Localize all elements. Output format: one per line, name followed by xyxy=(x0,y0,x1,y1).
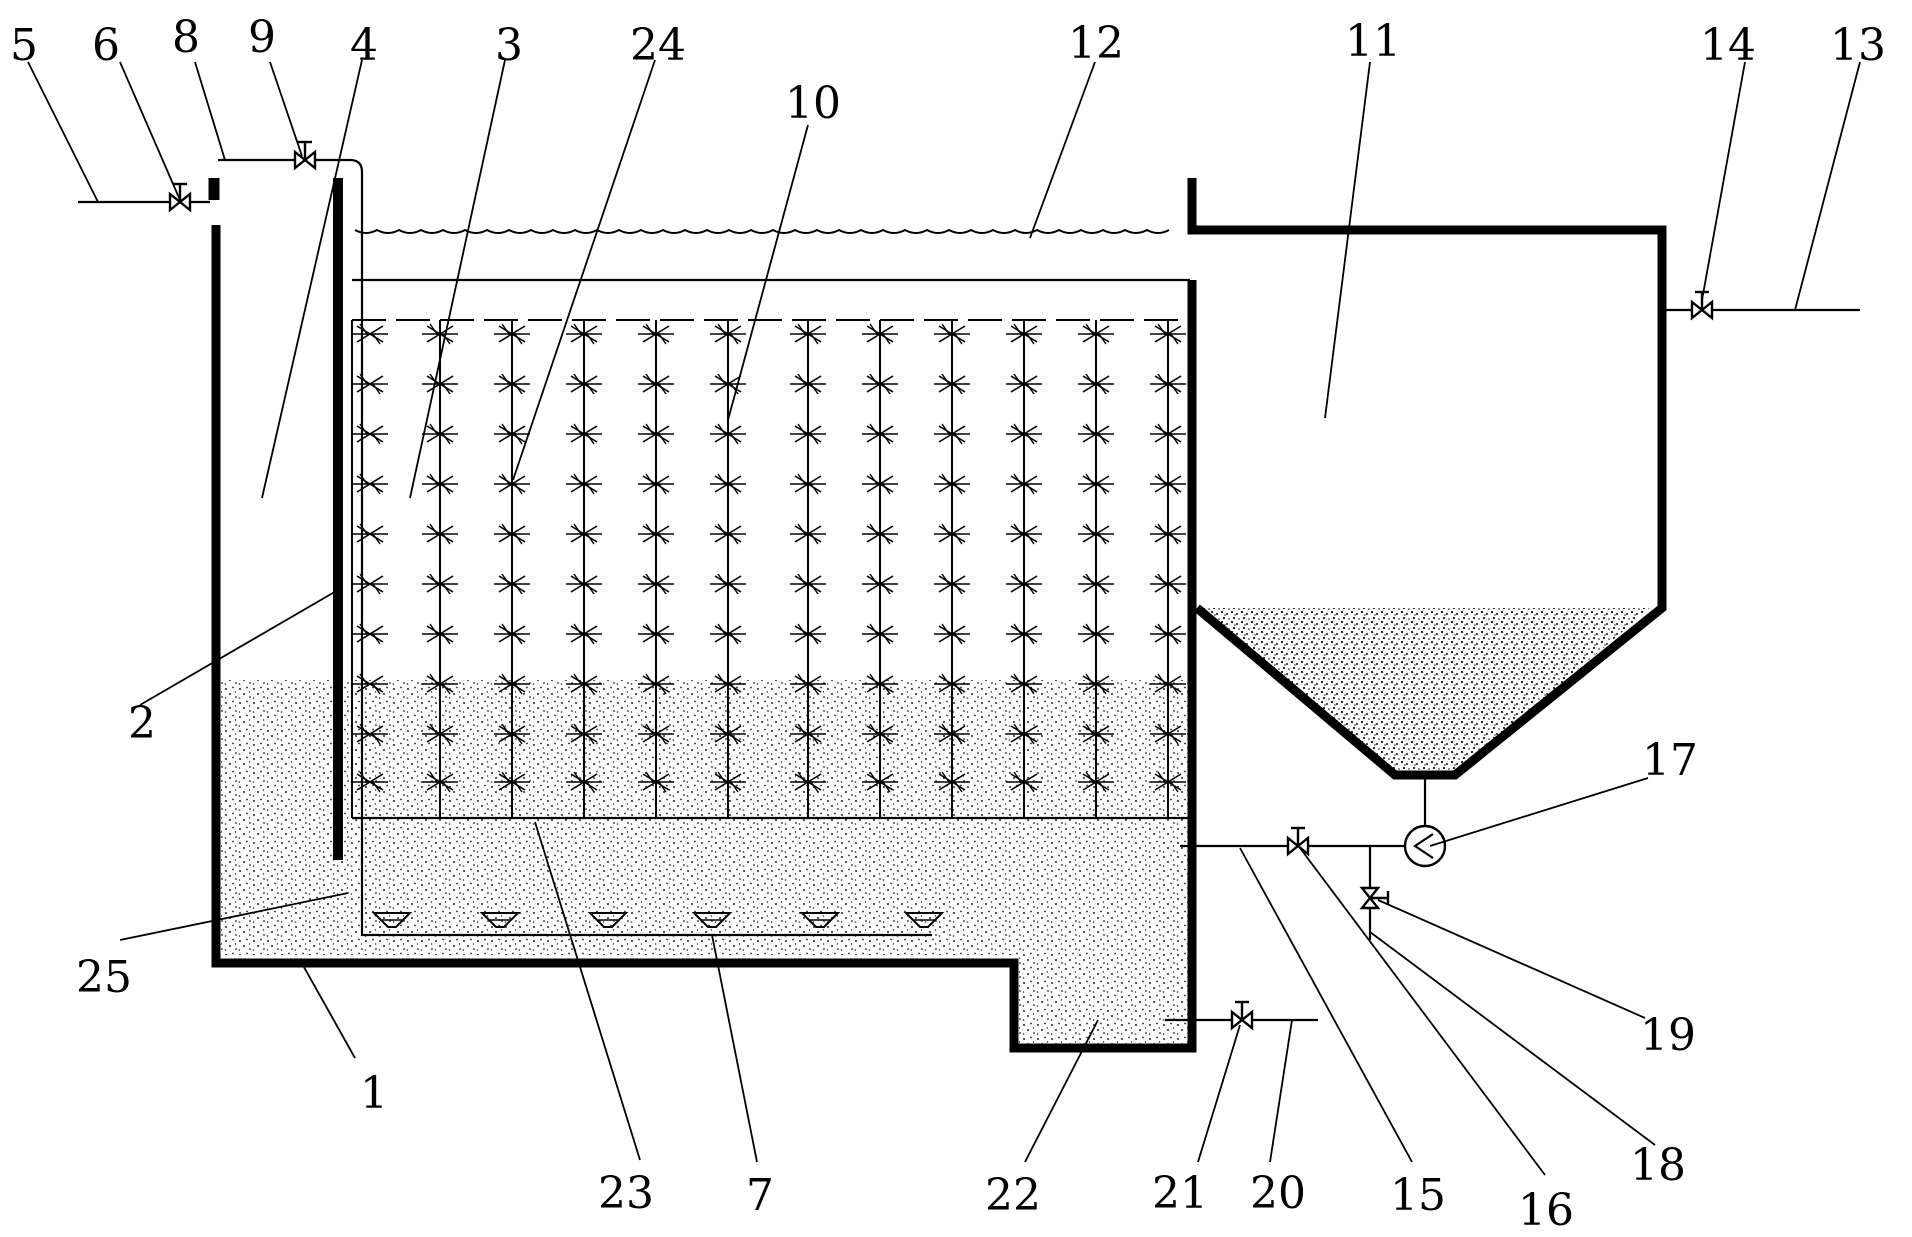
label-2: 2 xyxy=(128,698,156,749)
carrier-row xyxy=(351,523,1187,545)
label-20: 20 xyxy=(1250,1168,1306,1219)
carrier-row xyxy=(351,573,1187,595)
aeration-pipe xyxy=(218,158,932,937)
water-surface xyxy=(354,228,1170,234)
carrier-row xyxy=(351,473,1187,495)
leader-lines xyxy=(27,59,1861,1176)
label-23: 23 xyxy=(598,1168,654,1219)
label-17: 17 xyxy=(1642,735,1698,786)
valve-icon xyxy=(293,140,317,171)
label-21: 21 xyxy=(1152,1168,1208,1219)
valve-icon xyxy=(1286,826,1310,857)
label-5: 5 xyxy=(10,20,38,71)
label-12: 12 xyxy=(1068,18,1124,69)
settling-tank-wall xyxy=(1187,178,1667,780)
label-4: 4 xyxy=(350,20,378,71)
label-10: 10 xyxy=(785,78,841,129)
carrier-row xyxy=(351,373,1187,395)
label-1: 1 xyxy=(360,1068,388,1119)
valve-icon xyxy=(168,182,192,213)
label-8: 8 xyxy=(172,12,200,63)
valve-icon xyxy=(1230,1000,1254,1031)
callout-labels: 5 6 8 9 4 3 24 10 12 11 14 13 2 25 1 23 … xyxy=(10,12,1886,1236)
label-22: 22 xyxy=(985,1170,1041,1221)
label-7: 7 xyxy=(746,1170,774,1221)
carrier-row xyxy=(351,423,1187,445)
label-6: 6 xyxy=(92,20,120,71)
label-11: 11 xyxy=(1345,16,1401,67)
label-16: 16 xyxy=(1518,1185,1574,1236)
main-tank-wall xyxy=(211,225,1197,1053)
label-25: 25 xyxy=(76,952,132,1003)
biofilm-carrier-icon xyxy=(351,323,1187,345)
label-9: 9 xyxy=(248,12,276,63)
label-3: 3 xyxy=(495,20,523,71)
carrier-module xyxy=(351,278,1190,820)
biofilm-carrier-strings xyxy=(439,320,1169,818)
settler-sludge xyxy=(1200,608,1650,775)
carrier-row xyxy=(351,623,1187,645)
label-14: 14 xyxy=(1700,20,1756,71)
label-13: 13 xyxy=(1830,20,1886,71)
label-24: 24 xyxy=(630,20,686,71)
label-19: 19 xyxy=(1640,1010,1696,1061)
label-18: 18 xyxy=(1630,1140,1686,1191)
label-15: 15 xyxy=(1390,1170,1446,1221)
valve-icon xyxy=(1359,886,1390,910)
pump-icon xyxy=(1403,824,1447,868)
